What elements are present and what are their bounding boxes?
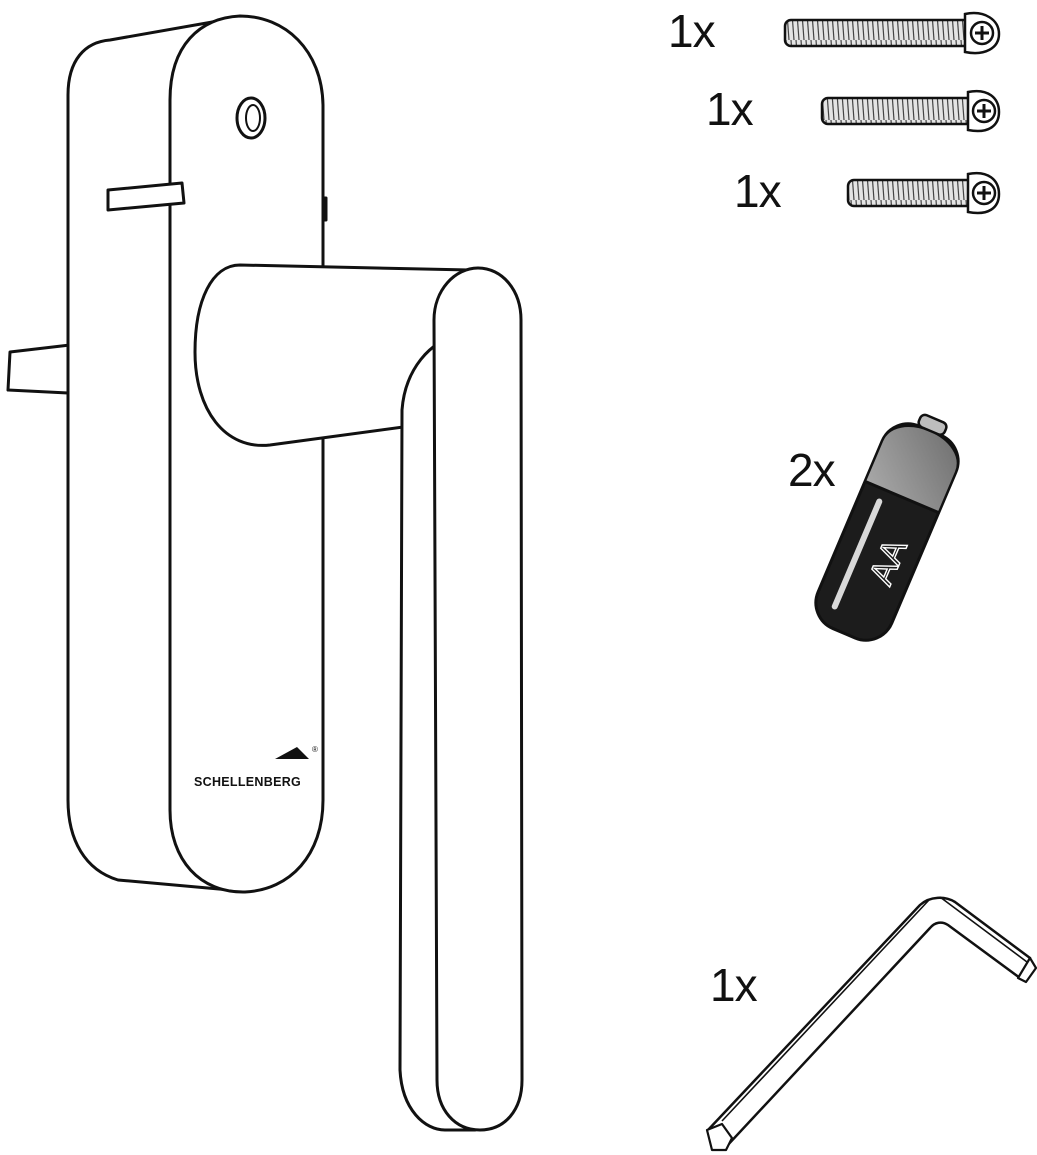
brand-registered-mark: ® (312, 745, 318, 754)
handle-grip-front (432, 266, 524, 1132)
brand-roof-mark (275, 747, 309, 759)
handle-slot-tab (106, 181, 186, 212)
handle-front-cover (168, 14, 325, 894)
screw-long (783, 11, 1001, 55)
quantity-screw-long: 1x (668, 5, 716, 57)
aa-battery: AA (814, 413, 960, 642)
quantity-screw-medium: 1x (706, 83, 754, 135)
screw-short (846, 171, 1001, 215)
quantity-hex-key: 1x (710, 959, 758, 1011)
screw-medium (820, 89, 1001, 133)
brand-logo: SCHELLENBERG (194, 775, 301, 789)
hex-key (705, 896, 1037, 1152)
quantity-battery: 2x (788, 444, 836, 496)
handle-spindle (6, 343, 72, 395)
quantity-screw-short: 1x (734, 165, 782, 217)
window-handle (6, 14, 524, 1132)
